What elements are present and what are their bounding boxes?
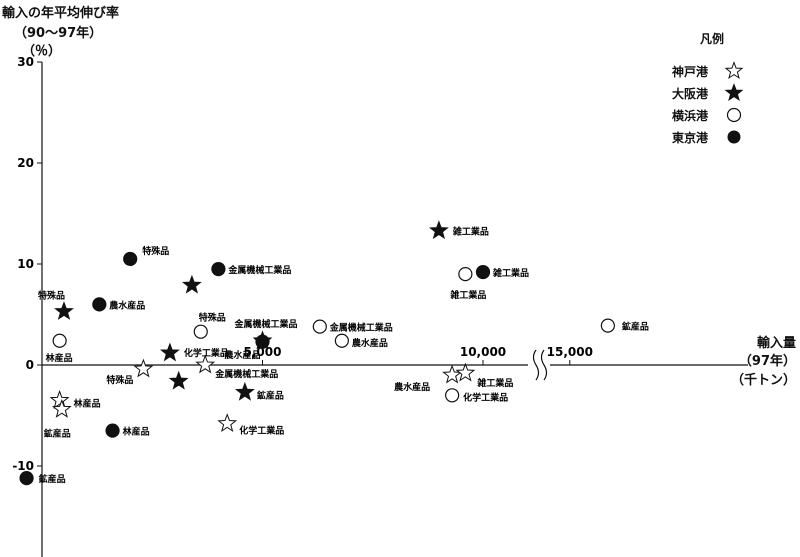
filled-circle-point — [123, 251, 138, 267]
y-tick-label: 20 — [17, 156, 34, 170]
y-axis-unit: （％） — [22, 44, 62, 59]
point-label: 金属機械工業品 — [214, 368, 278, 380]
filled-circle-point — [92, 297, 107, 312]
legend-title: 凡例 — [700, 32, 725, 46]
x-axis-title: 輸入量 — [756, 336, 796, 351]
open-circle-icon — [726, 107, 742, 123]
point-label: 特殊品 — [38, 290, 65, 302]
point-label: 鉱産品 — [44, 427, 71, 439]
point-label: 鉱産品 — [257, 389, 284, 401]
open-circle-point — [600, 318, 615, 333]
legend-item-tokyo: 東京港 — [672, 126, 744, 148]
point-label: 化学工業品 — [184, 347, 229, 359]
point-label: 特殊品 — [142, 245, 169, 257]
filled-star-point — [54, 301, 74, 320]
open-circle-point — [312, 319, 327, 334]
filled-circle-point — [255, 334, 270, 349]
point-label: 農水産品 — [109, 299, 145, 311]
open-circle-point — [52, 333, 67, 348]
x-tick-label: 15,000 — [547, 345, 593, 359]
point-label: 林産品 — [123, 426, 150, 438]
y-tick-label: -10 — [12, 459, 34, 473]
legend-item-yokohama: 横浜港 — [672, 104, 744, 126]
filled-star-point — [234, 381, 255, 401]
x-tick-label: 10,000 — [460, 345, 506, 359]
point-label: 雑工業品 — [449, 289, 486, 301]
legend-label: 神戸港 — [672, 64, 709, 79]
x-axis-break-mark — [532, 349, 540, 381]
point-label: 化学工業品 — [239, 425, 284, 437]
point-label: 金属機械工業品 — [329, 322, 393, 334]
point-label: 金属機械工業品 — [227, 264, 291, 276]
open-star-point — [133, 358, 154, 378]
legend-label: 大阪港 — [672, 86, 709, 101]
point-label: 農水産品 — [394, 381, 430, 393]
open-star-point — [442, 364, 463, 384]
x-axis-title-year: （97年） — [738, 354, 796, 369]
x-tick-label: 5,000 — [244, 345, 282, 359]
point-label: 雑工業品 — [492, 267, 529, 279]
point-label: 鉱産品 — [622, 321, 649, 333]
open-circle-point — [193, 324, 208, 339]
y-axis-title-years: （90～97年） — [14, 26, 103, 41]
point-label: 農水産品 — [225, 349, 261, 361]
x-axis-unit: （千トン） — [730, 373, 796, 388]
point-label: 特殊品 — [106, 374, 133, 386]
legend-label: 東京港 — [672, 130, 709, 145]
point-label: 農水産品 — [352, 337, 388, 349]
legend-label: 横浜港 — [672, 108, 709, 123]
x-axis-break-mark — [540, 349, 548, 381]
open-circle-point — [458, 267, 473, 282]
y-tick-label: 0 — [26, 358, 34, 372]
y-tick-label: 30 — [17, 55, 34, 69]
point-label: 化学工業品 — [463, 391, 508, 403]
filled-star-point — [159, 342, 180, 362]
legend: 凡例 神戸港 大阪港 横浜港 東京港 — [672, 30, 744, 148]
legend-item-osaka: 大阪港 — [672, 82, 744, 104]
point-label: 林産品 — [46, 352, 73, 364]
legend-item-kobe: 神戸港 — [672, 60, 744, 82]
filled-circle-point — [19, 471, 34, 486]
y-tick-label: 10 — [17, 257, 34, 271]
open-star-icon — [724, 61, 744, 80]
filled-circle-point — [211, 261, 226, 277]
point-label: 雑工業品 — [476, 377, 513, 389]
filled-star-point — [168, 370, 189, 390]
open-circle-point — [334, 333, 349, 348]
filled-star-icon — [724, 83, 744, 102]
point-label: 特殊品 — [199, 312, 226, 324]
open-star-point — [51, 398, 72, 418]
open-star-point — [49, 389, 70, 409]
point-label: 鉱産品 — [39, 473, 66, 485]
point-label: 雑工業品 — [452, 226, 489, 238]
point-label: 林産品 — [74, 397, 101, 409]
filled-circle-point — [475, 264, 491, 280]
filled-star-point — [428, 220, 449, 240]
open-star-point — [217, 413, 238, 433]
filled-circle-icon — [727, 130, 741, 144]
open-circle-point — [445, 388, 460, 403]
point-label: 金属機械工業品 — [234, 318, 298, 330]
open-star-point — [195, 354, 216, 374]
filled-circle-point — [105, 423, 120, 438]
open-star-point — [455, 362, 476, 382]
filled-star-point — [181, 274, 202, 294]
y-axis-title: 輸入の年平均伸び率 — [2, 6, 120, 21]
